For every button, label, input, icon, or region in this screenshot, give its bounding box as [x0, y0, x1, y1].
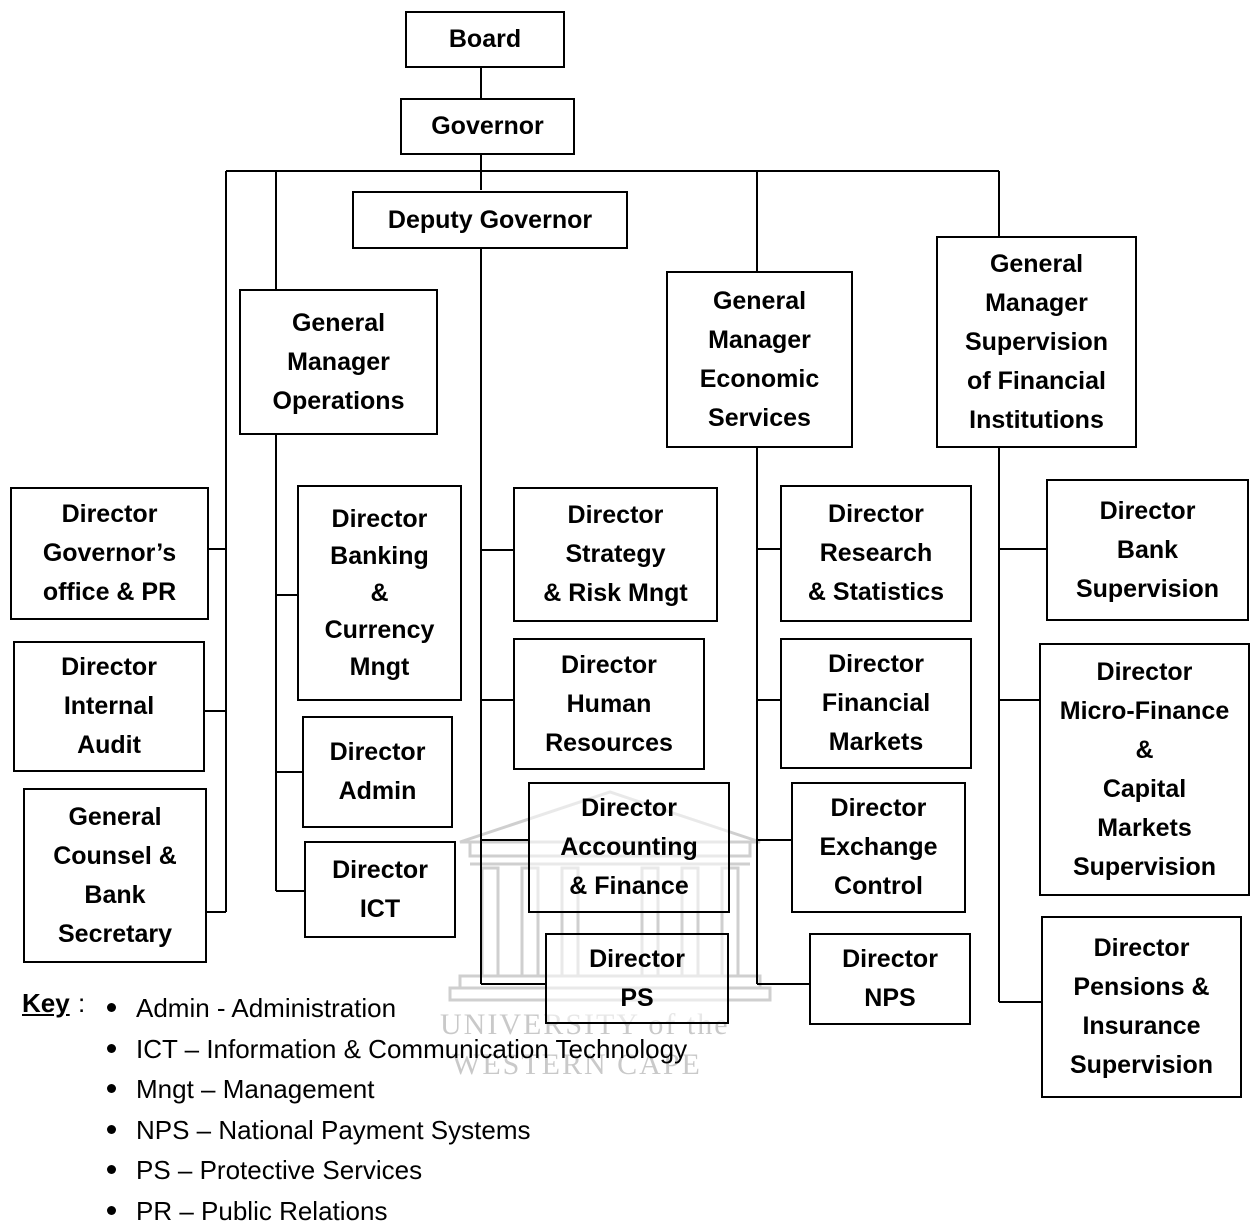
director-microfinance-box: Director Micro-Finance & Capital Markets… [1039, 643, 1250, 896]
director-internal-audit-box: Director Internal Audit [13, 641, 205, 772]
bullet-icon [107, 1003, 116, 1012]
board-box: Board [405, 11, 565, 68]
director-exchange-control-box: Director Exchange Control [791, 782, 966, 913]
watermark-line2: WESTERN CAPE [452, 1048, 702, 1081]
general-counsel-box: General Counsel & Bank Secretary [23, 788, 207, 963]
director-research-statistics-box: Director Research & Statistics [780, 485, 972, 622]
deputy-governor-box: Deputy Governor [352, 191, 628, 249]
bullet-icon [107, 1205, 116, 1215]
key-item-text: NPS – National Payment Systems [136, 1114, 531, 1145]
director-pensions-box: Director Pensions & Insurance Supervisio… [1041, 916, 1242, 1098]
key-item-text: PS – Protective Services [136, 1155, 423, 1185]
gm-supervision-box: General Manager Supervision of Financial… [936, 236, 1137, 448]
director-financial-markets-box: Director Financial Markets [780, 638, 972, 769]
director-governors-office-box: Director Governor’s office & PR [10, 487, 209, 620]
key-title: Key [22, 988, 70, 1018]
director-human-resources-box: Director Human Resources [513, 638, 705, 770]
key-item-text: ICT – Information & Communication Techno… [136, 1033, 688, 1064]
director-nps-box: Director NPS [809, 933, 971, 1025]
gm-operations-box: General Manager Operations [239, 289, 438, 435]
governor-box: Governor [400, 98, 575, 155]
key-item-text: Mngt – Management [136, 1074, 375, 1104]
bullet-icon [107, 1084, 116, 1093]
director-strategy-risk-box: Director Strategy & Risk Mngt [513, 487, 718, 622]
key-item-text: Admin - Administration [136, 993, 397, 1023]
bullet-icon [107, 1165, 116, 1174]
bullet-icon [107, 1124, 116, 1134]
key-colon: : [78, 988, 86, 1018]
director-admin-box: Director Admin [302, 716, 453, 828]
gm-economic-services-box: General Manager Economic Services [666, 271, 853, 448]
director-bank-supervision-box: Director Bank Supervision [1046, 479, 1249, 621]
key-item-text: PR – Public Relations [136, 1195, 388, 1226]
bullet-icon [107, 1043, 116, 1053]
director-banking-currency-box: Director Banking & Currency Mngt [297, 485, 462, 701]
director-accounting-finance-box: Director Accounting & Finance [528, 782, 730, 913]
director-ict-box: Director ICT [304, 841, 456, 938]
director-ps-box: Director PS [545, 933, 729, 1024]
